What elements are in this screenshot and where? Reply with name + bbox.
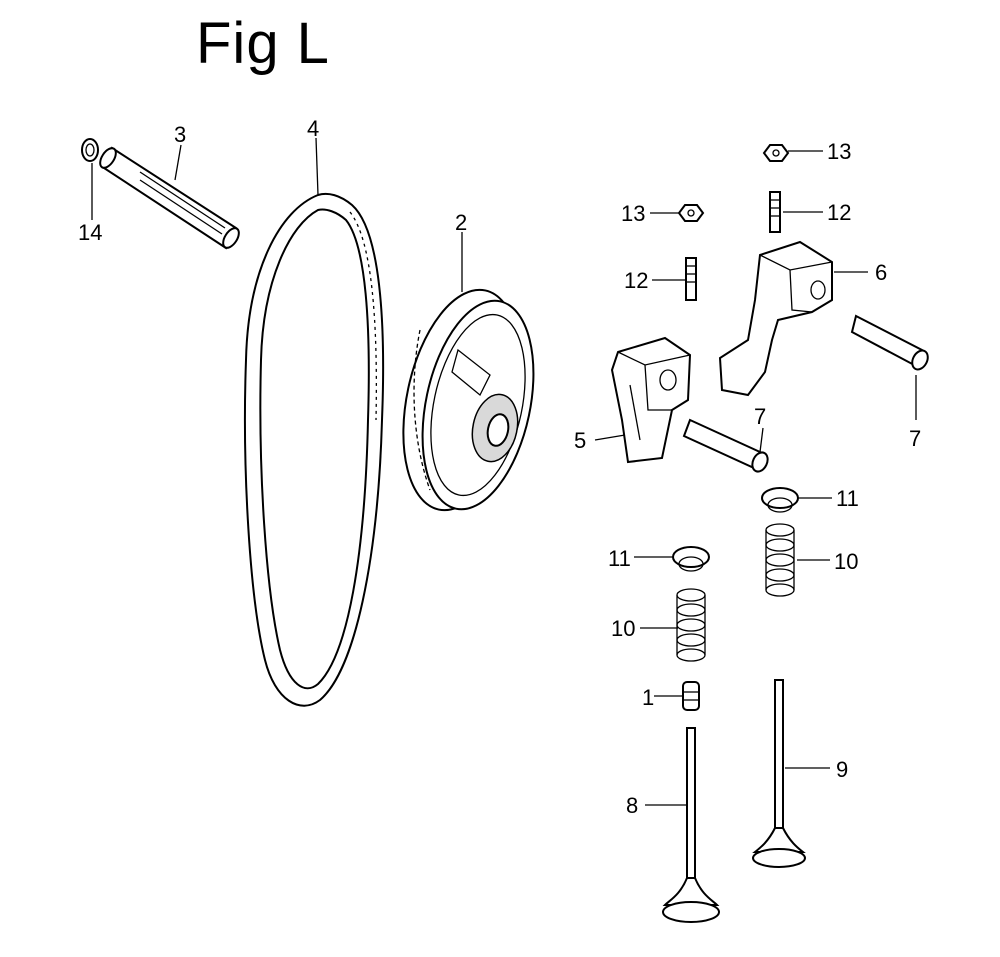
part-13-lock-nut-upper: [762, 144, 790, 162]
part-9-valve: [752, 679, 806, 868]
label-part-6: 6: [875, 260, 887, 285]
label-part-5: 5: [574, 428, 586, 453]
part-1-stem-seal: [682, 681, 700, 711]
part-7-rocker-shaft-right: [850, 314, 929, 371]
label-part-11-left: 11: [608, 546, 631, 571]
part-11-retainer-right: [761, 487, 799, 513]
part-8-valve: [662, 727, 720, 923]
part-5-rocker-arm: [610, 336, 692, 464]
part-11-retainer-left: [672, 546, 710, 572]
part-13-lock-nut-lower: [677, 204, 705, 222]
label-part-10-left: 10: [611, 616, 635, 641]
leader-lines: [91, 137, 917, 806]
label-part-11-right: 11: [836, 486, 859, 511]
part-12-adjusting-screw-upper: [769, 191, 781, 233]
label-part-7-right: 7: [909, 426, 921, 451]
part-14-snap-ring: [81, 138, 99, 162]
part-2-cam-pulley: [402, 288, 535, 512]
part-3-shaft: [99, 146, 240, 250]
label-part-1: 1: [642, 685, 654, 710]
label-part-14: 14: [78, 220, 102, 245]
label-part-13-upper: 13: [827, 139, 851, 164]
part-10-valve-spring-right: [765, 523, 795, 597]
part-12-adjusting-screw-lower: [685, 257, 697, 301]
part-10-valve-spring-left: [676, 588, 706, 662]
label-part-13-lower: 13: [621, 201, 645, 226]
label-part-10-right: 10: [834, 549, 858, 574]
part-4-timing-belt: [243, 192, 385, 707]
label-part-12-lower: 12: [624, 268, 648, 293]
label-part-12-upper: 12: [827, 200, 851, 225]
label-part-4: 4: [307, 116, 319, 141]
figure-title: Fig L: [196, 11, 330, 76]
label-part-8: 8: [626, 793, 638, 818]
part-7-rocker-shaft-left: [682, 418, 769, 473]
label-part-2: 2: [455, 210, 467, 235]
label-part-9: 9: [836, 757, 848, 782]
label-part-7-left: 7: [754, 404, 766, 429]
part-6-rocker-arm: [718, 240, 833, 397]
label-part-3: 3: [174, 122, 186, 147]
